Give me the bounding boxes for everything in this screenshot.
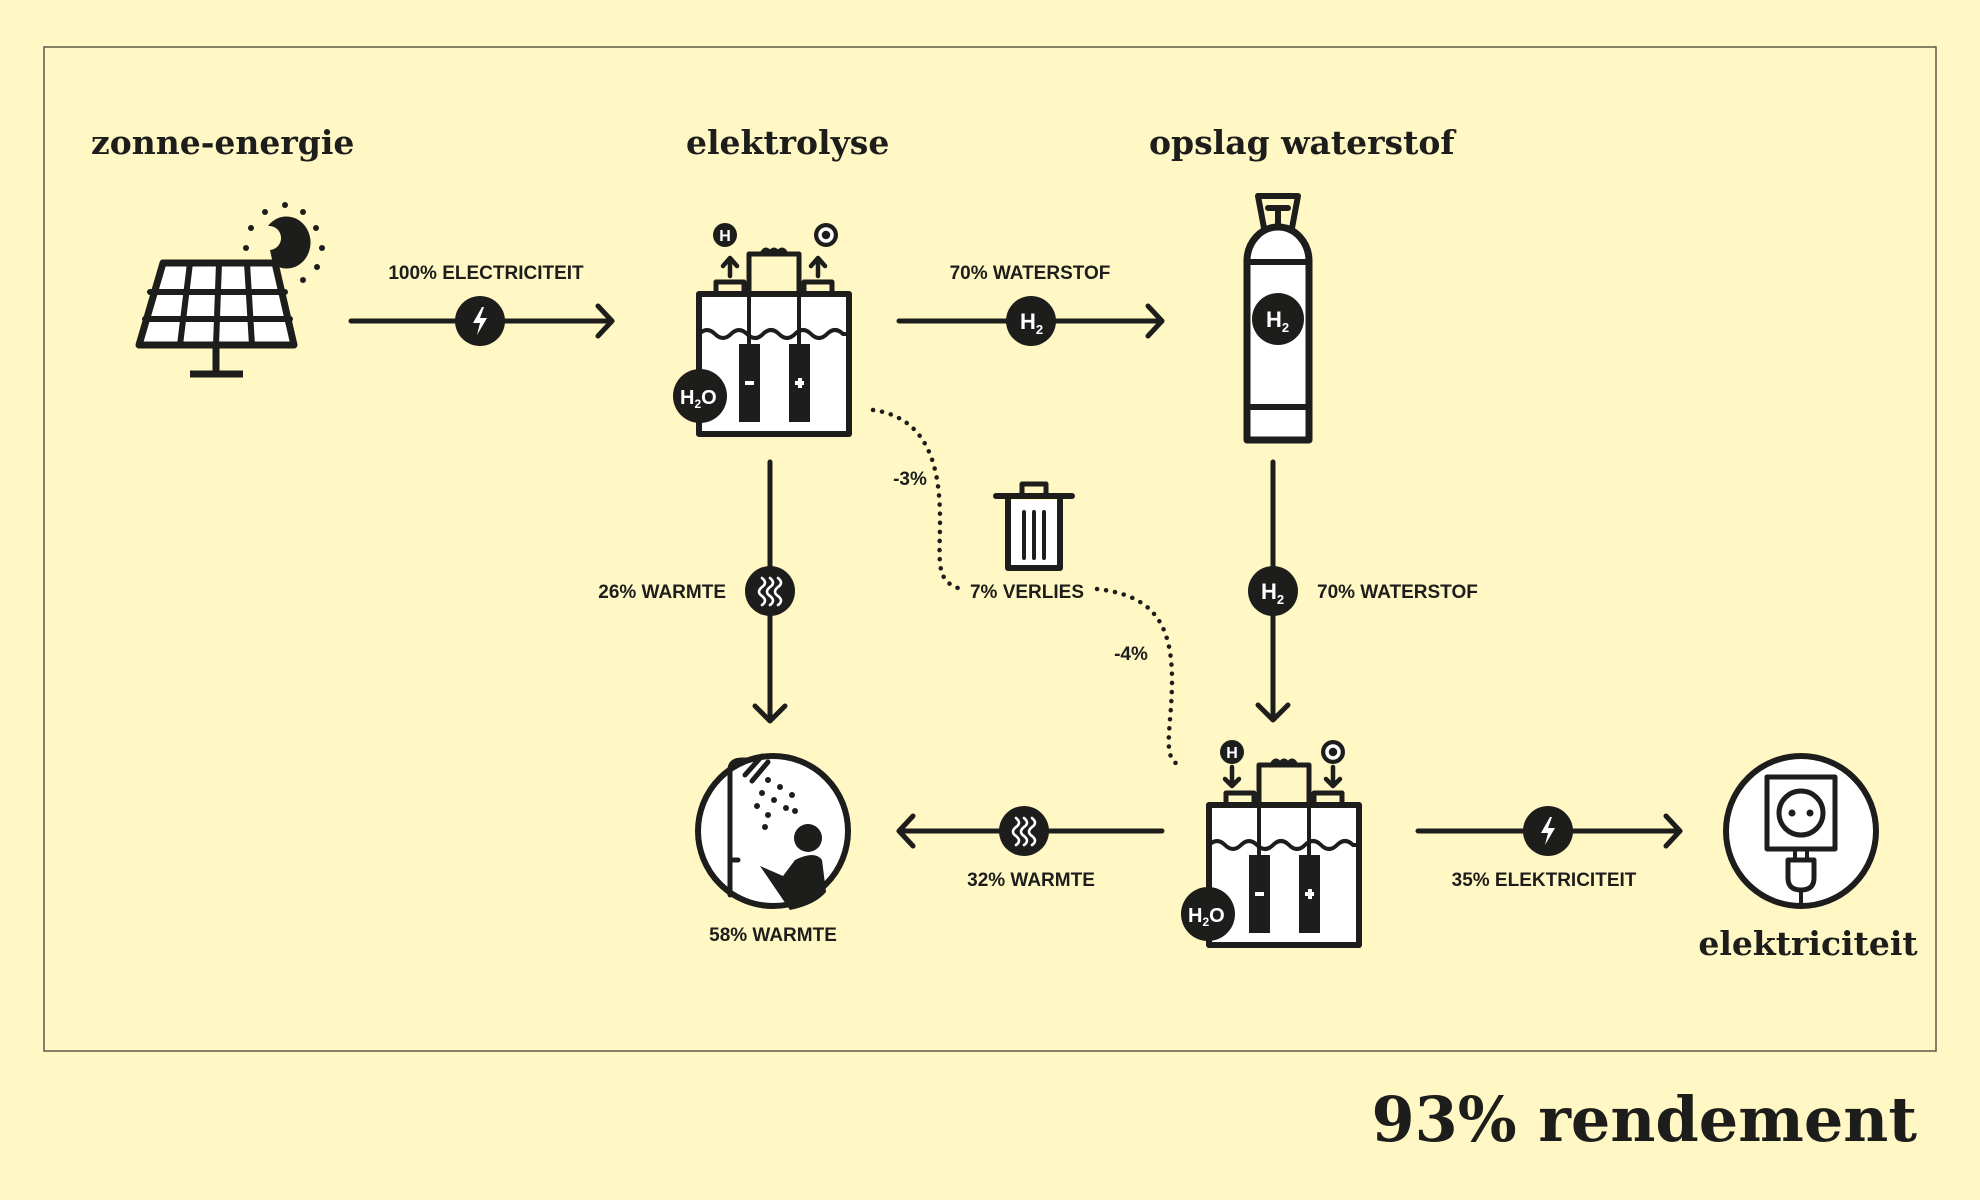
- loss-electrolysis: -3%: [893, 469, 927, 490]
- h2o-icon: [673, 369, 727, 423]
- h2o-icon: [1181, 887, 1235, 941]
- flow-electrolysis-heat: 26% WARMTE: [598, 459, 795, 724]
- h2-icon: [1252, 293, 1304, 345]
- flow-solar-to-electrolysis: 100% ELECTRICITEIT: [348, 263, 615, 346]
- flow-label: 100% ELECTRICITEIT: [388, 263, 584, 284]
- svg-text:H2: H2: [1020, 309, 1043, 337]
- svg-text:H2: H2: [1261, 579, 1284, 607]
- solar-panel-icon: [135, 259, 298, 378]
- stage-title-electricity: elektriciteit: [1698, 924, 1918, 963]
- h2-icon: [1248, 566, 1298, 616]
- heat-total-label: 58% WARMTE: [709, 925, 837, 946]
- shower-icon: [695, 753, 851, 910]
- losses: -3% -4% 7% VERLIES: [870, 407, 1185, 769]
- power-socket-icon: [1723, 753, 1879, 909]
- loss-path-fuelcell: [1094, 586, 1185, 769]
- svg-text:H: H: [1226, 745, 1238, 762]
- heat-icon: [999, 806, 1049, 856]
- flow-label: 26% WARMTE: [598, 582, 726, 603]
- sun-icon: [243, 202, 325, 283]
- svg-text:H2O: H2O: [680, 387, 717, 411]
- svg-text:H2: H2: [1266, 307, 1289, 335]
- flow-label: 70% WATERSTOF: [1317, 582, 1478, 603]
- loss-total-label: 7% VERLIES: [970, 582, 1084, 603]
- flow-fuelcell-heat: 32% WARMTE: [896, 806, 1165, 891]
- stage-title-electrolysis: elektrolyse: [686, 123, 889, 162]
- svg-text:H2O: H2O: [1188, 905, 1225, 929]
- flow-label: 32% WARMTE: [967, 870, 1095, 891]
- fuel-cell-icon: H H2O: [1181, 740, 1359, 945]
- heat-icon: [745, 566, 795, 616]
- flow-label: 35% ELEKTRICITEIT: [1452, 870, 1637, 891]
- loss-fuelcell: -4%: [1114, 644, 1148, 665]
- flow-electrolysis-to-storage: H2 70% WATERSTOF: [896, 263, 1165, 346]
- trash-icon: [993, 481, 1075, 571]
- flow-label: 70% WATERSTOF: [950, 263, 1111, 284]
- efficiency-total: 93% rendement: [1371, 1083, 1917, 1156]
- hydrogen-cylinder-icon: H2: [1243, 193, 1313, 444]
- flow-fuelcell-electricity: 35% ELEKTRICITEIT: [1415, 806, 1683, 891]
- electrolyzer-icon: H H2O: [673, 223, 849, 434]
- stage-title-solar: zonne-energie: [91, 123, 354, 162]
- diagram-frame: [43, 46, 1937, 1052]
- h2-icon: [1006, 296, 1056, 346]
- stage-title-storage: opslag waterstof: [1149, 123, 1456, 162]
- loss-path-electrolysis: [870, 407, 961, 591]
- flow-storage-to-fuelcell: H2 70% WATERSTOF: [1248, 459, 1478, 723]
- svg-text:H: H: [719, 228, 731, 245]
